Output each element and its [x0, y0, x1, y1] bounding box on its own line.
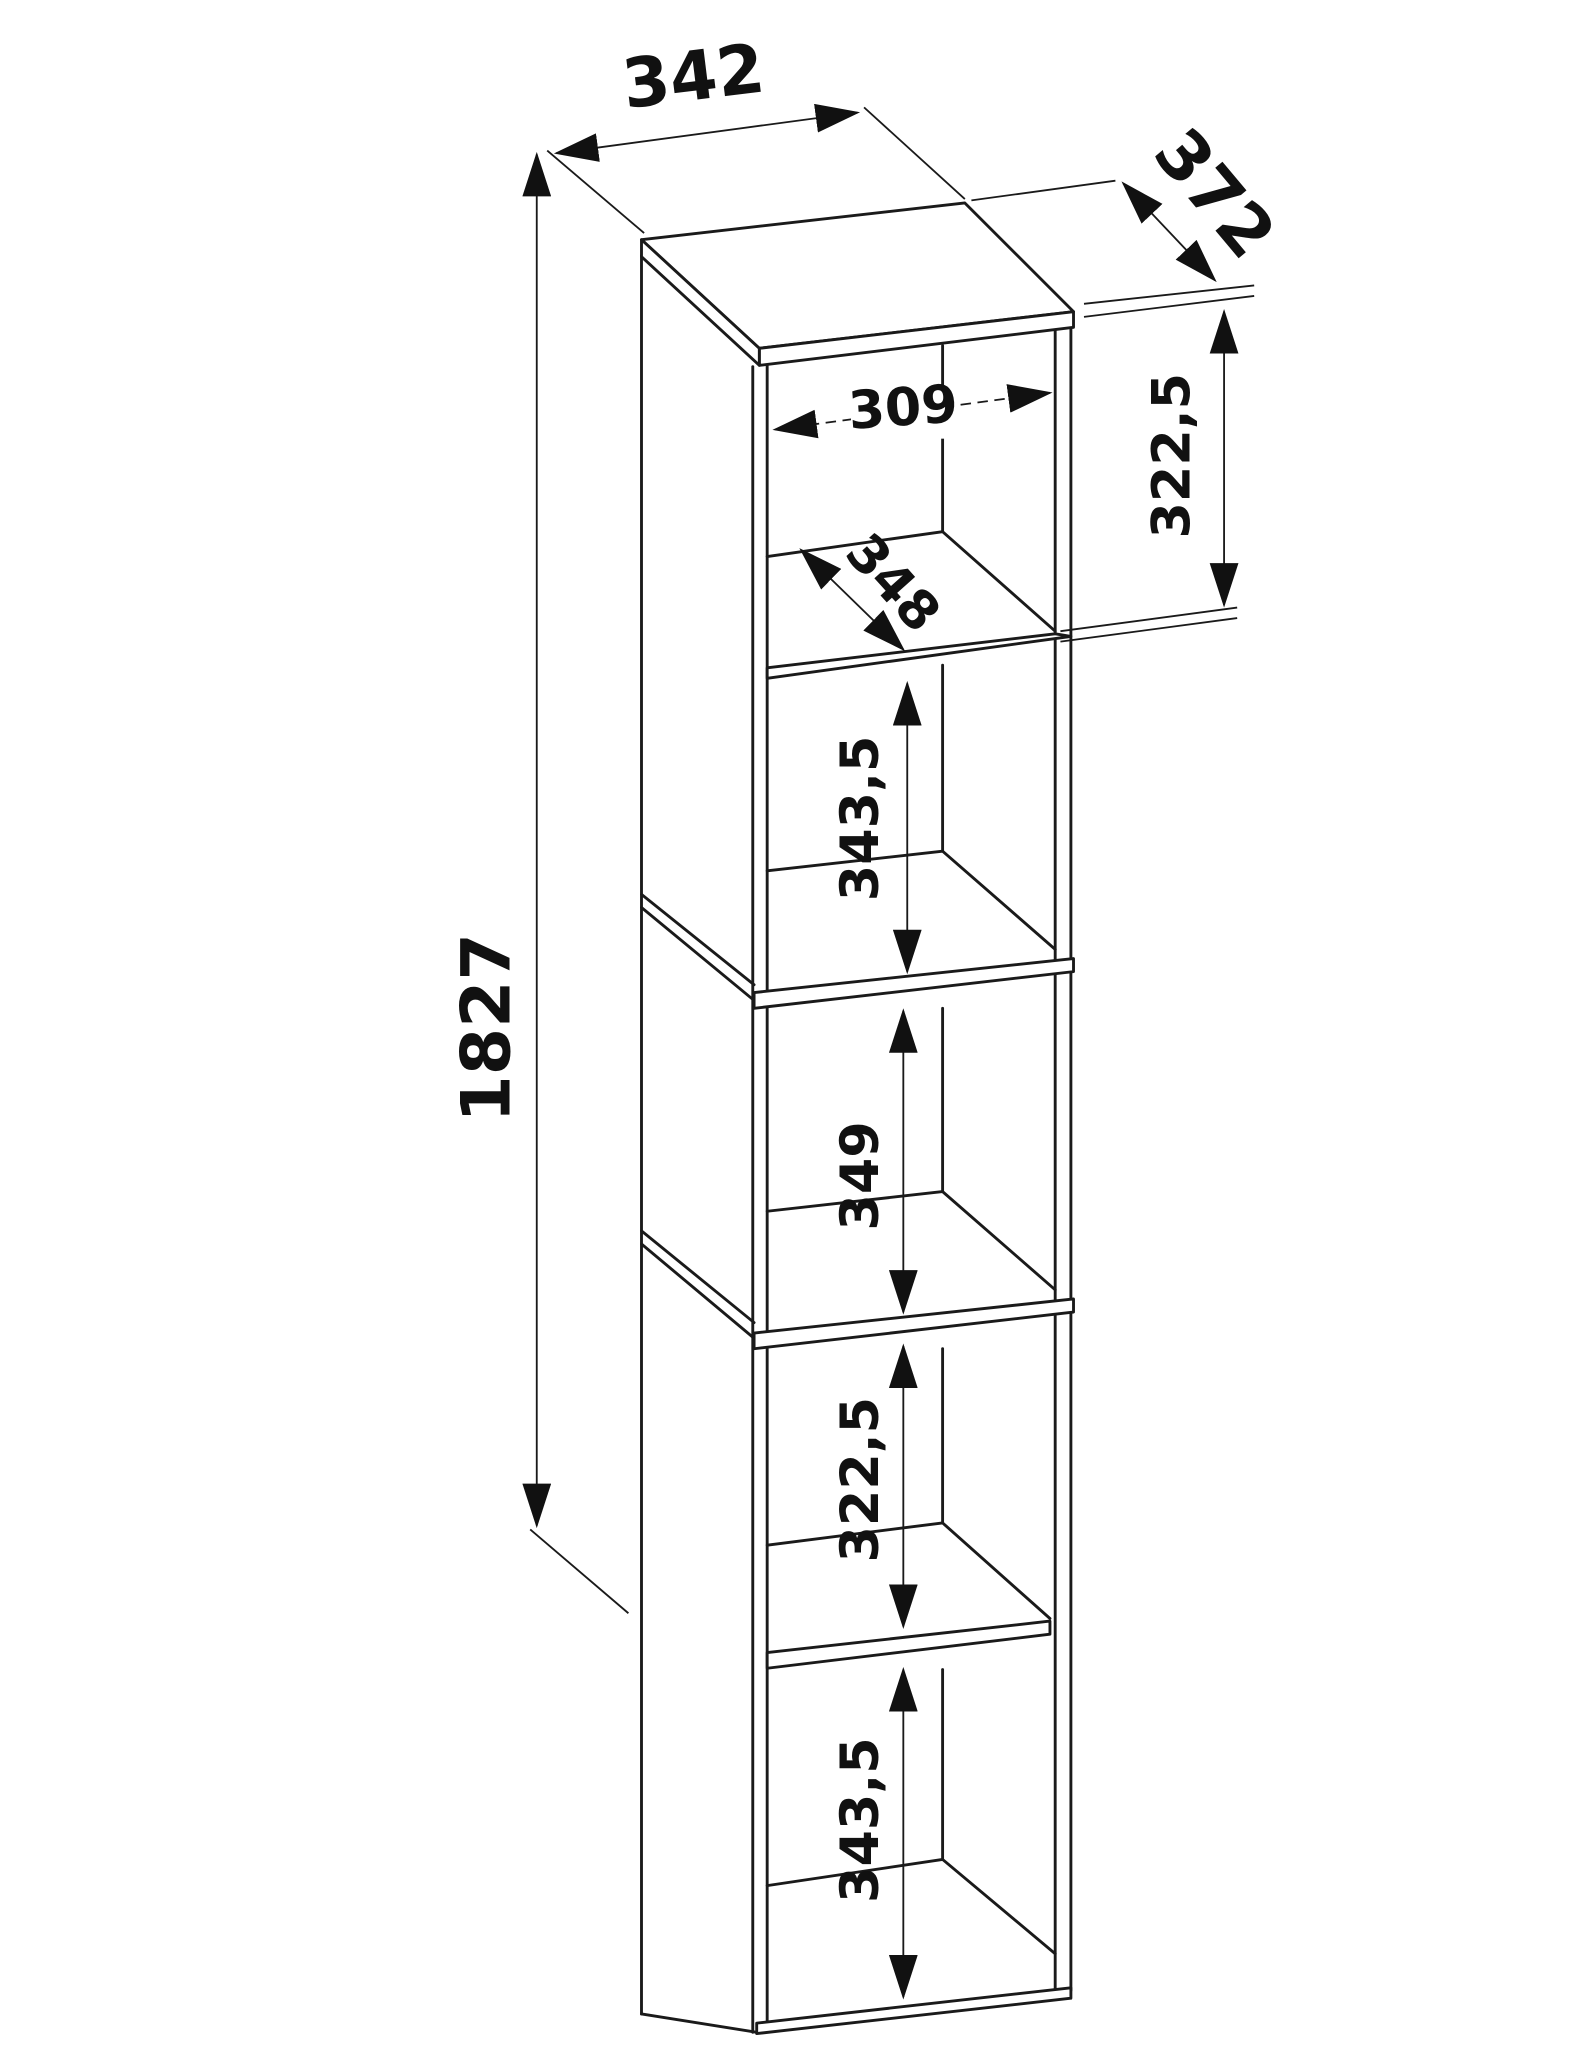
label-inner-width: 309 — [846, 373, 959, 441]
label-compartment-5-height: 343,5 — [830, 1737, 891, 1903]
dimension-compartment-3-height: 349 — [830, 1008, 918, 1315]
label-overall-depth: 372 — [1138, 114, 1290, 274]
label-shelf-depth: 348 — [834, 522, 952, 644]
shelf-unit — [640, 201, 1075, 2036]
dimension-compartment-4-height: 322,5 — [830, 1343, 918, 1629]
label-top-compartment-height: 322,5 — [1142, 373, 1203, 539]
dimension-compartment-5-height: 343,5 — [830, 1666, 918, 2000]
dimension-compartment-2-height: 343,5 — [830, 680, 922, 975]
dimension-overall-height: 1827 — [447, 151, 629, 1614]
label-overall-width: 342 — [618, 29, 769, 125]
label-compartment-2-height: 343,5 — [830, 736, 891, 902]
label-overall-height: 1827 — [447, 933, 526, 1123]
label-compartment-4-height: 322,5 — [830, 1397, 891, 1563]
dimension-shelf-depth: 348 — [799, 522, 952, 652]
dimension-top-compartment-height: 322,5 — [1060, 309, 1239, 643]
label-compartment-3-height: 349 — [830, 1121, 891, 1230]
dimension-overall-width: 342 — [546, 29, 966, 234]
dimension-inner-width: 309 — [772, 373, 1053, 442]
